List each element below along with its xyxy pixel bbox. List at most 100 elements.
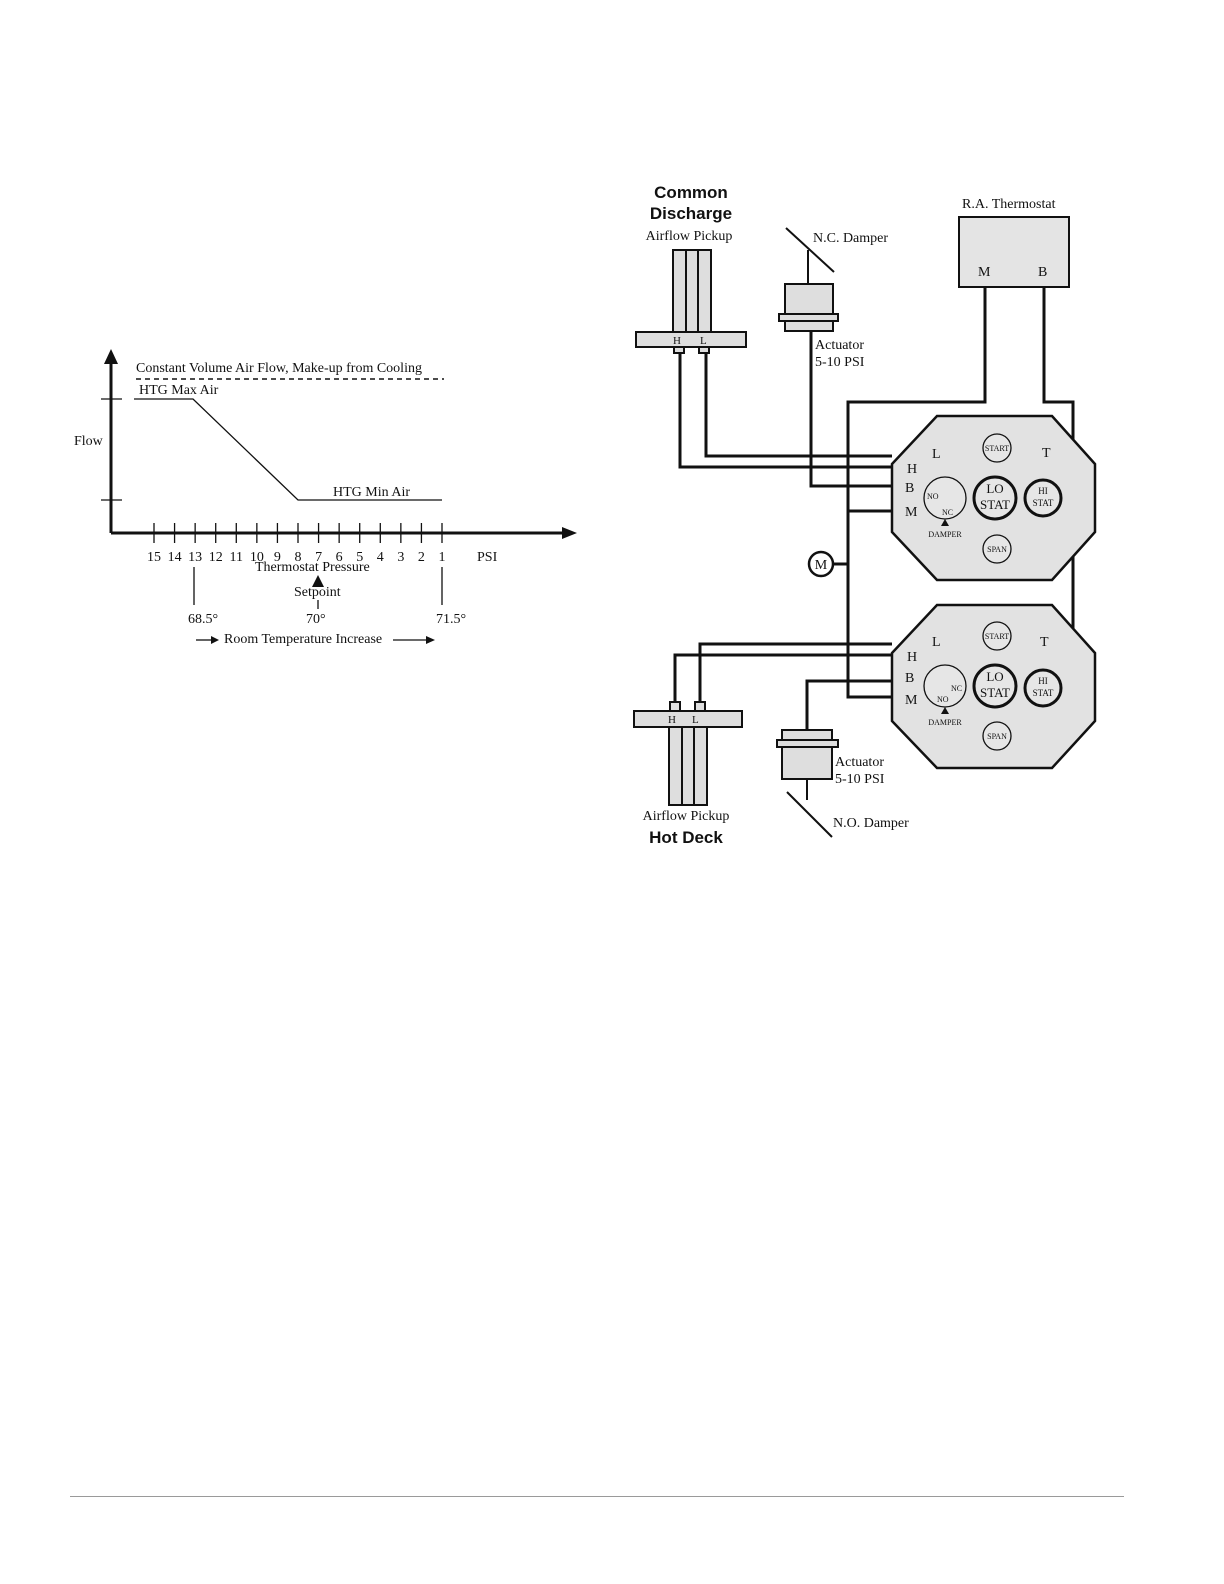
thermostat-port-m: M	[978, 265, 991, 280]
ctrl-bottom-no-label: NO	[937, 695, 949, 704]
pneumatic-schematic: Common Discharge Airflow Pickup H L N.C.…	[633, 183, 1097, 847]
temp-mid-label: 70°	[306, 612, 326, 627]
controller-top: L H B M T START LO STAT HI STAT NO NC DA…	[890, 414, 1097, 582]
actuator-bottom-label-line2: 5-10 PSI	[835, 772, 885, 787]
top-b-line	[809, 331, 892, 488]
ctrl-bottom-nc-label: NC	[951, 684, 962, 693]
ctrl-top-hi-stat-line1: HI	[1038, 486, 1048, 496]
x-tick-label: 15	[147, 550, 161, 565]
top-l-line	[704, 353, 892, 458]
ra-thermostat-box	[958, 216, 1070, 288]
bottom-b-line	[805, 679, 892, 730]
x-axis-unit: PSI	[477, 550, 498, 565]
bottom-h-line	[673, 653, 892, 712]
room-temp-arrowhead-left	[211, 636, 219, 644]
room-temp-label: Room Temperature Increase	[224, 632, 382, 647]
pickup-top-tube	[672, 249, 712, 334]
pickup-top-h: H	[673, 335, 681, 347]
ctrl-bottom-start-label: START	[985, 632, 1009, 641]
x-tick-label: 4	[377, 550, 384, 565]
ctrl-bottom-port-m: M	[905, 693, 918, 708]
x-tick-label: 13	[188, 550, 202, 565]
controller-bottom: L H B M T START LO STAT HI STAT NC NO DA…	[890, 603, 1097, 770]
ctrl-top-port-b: B	[905, 481, 914, 496]
ctrl-bottom-port-h: H	[907, 650, 917, 665]
common-discharge-title-line1: Common	[654, 183, 728, 202]
ctrl-bottom-lo-stat-line2: STAT	[980, 685, 1010, 700]
htg-min-air-label: HTG Min Air	[333, 485, 410, 500]
airflow-pickup-bottom: H L	[633, 701, 743, 806]
actuator-top	[778, 283, 839, 332]
no-damper-label: N.O. Damper	[833, 816, 909, 831]
y-axis-label: Flow	[74, 434, 104, 449]
x-tick-label: 1	[439, 550, 446, 565]
ctrl-top-span-knob	[982, 534, 1012, 564]
pickup-bottom-l: L	[692, 714, 699, 726]
ctrl-bottom-span-label: SPAN	[987, 732, 1007, 741]
y-axis-arrowhead	[104, 349, 118, 364]
actuator-top-label-line1: Actuator	[815, 338, 864, 353]
x-tick-label: 14	[168, 550, 182, 565]
no-damper-blade	[786, 791, 833, 838]
nc-damper-blade	[785, 227, 835, 273]
x-tick-label: 3	[397, 550, 404, 565]
ctrl-top-lo-stat-knob	[972, 475, 1018, 521]
ctrl-top-hi-stat-line2: STAT	[1033, 498, 1054, 508]
ctrl-bottom-lo-stat-knob	[972, 663, 1018, 709]
ctrl-bottom-port-t: T	[1040, 635, 1049, 650]
constant-volume-label: Constant Volume Air Flow, Make-up from C…	[136, 361, 422, 376]
hot-deck-title: Hot Deck	[649, 828, 723, 847]
x-tick-marks	[153, 523, 443, 543]
htg-max-air-label: HTG Max Air	[139, 383, 219, 398]
thermostat-m-main-line	[846, 287, 987, 699]
ctrl-top-nc-label: NC	[942, 508, 953, 517]
nc-damper-label: N.C. Damper	[813, 231, 888, 246]
temp-high-label: 71.5°	[436, 612, 466, 627]
x-tick-label: 12	[209, 550, 223, 565]
ctrl-top-port-t: T	[1042, 446, 1051, 461]
ctrl-bottom-port-b: B	[905, 671, 914, 686]
ctrl-top-span-label: SPAN	[987, 545, 1007, 554]
main-m-label: M	[815, 558, 828, 573]
x-tick-label: 7	[315, 550, 322, 565]
ctrl-top-damper-label: DAMPER	[928, 530, 962, 539]
ctrl-bottom-start-knob	[982, 621, 1012, 651]
ctrl-bottom-lo-stat-line1: LO	[986, 669, 1003, 684]
common-discharge-title-line2: Discharge	[650, 204, 732, 223]
ctrl-top-no-label: NO	[927, 492, 939, 501]
temp-low-label: 68.5°	[188, 612, 218, 627]
x-tick-label: 6	[336, 550, 343, 565]
ctrl-top-lo-stat-line2: STAT	[980, 497, 1010, 512]
ctrl-bottom-hi-stat-knob	[1023, 668, 1063, 708]
ctrl-bottom-damper-label: DAMPER	[928, 718, 962, 727]
footer-rule	[70, 1496, 1124, 1497]
ctrl-top-port-m: M	[905, 505, 918, 520]
ctrl-top-port-h: H	[907, 462, 917, 477]
x-axis-arrowhead	[562, 527, 577, 539]
actuator-bottom-label-line1: Actuator	[835, 755, 884, 770]
ctrl-top-hi-stat-knob	[1023, 478, 1063, 518]
pickup-top-flange	[635, 331, 747, 348]
x-tick-label: 11	[230, 550, 243, 565]
ctrl-top-lo-stat-line1: LO	[986, 481, 1003, 496]
top-h-line	[678, 353, 892, 469]
x-tick-label: 9	[274, 550, 281, 565]
heating-flow-curve	[134, 398, 442, 501]
airflow-pickup-top: H L	[635, 249, 747, 354]
x-tick-label: 8	[295, 550, 302, 565]
ctrl-top-damper-pointer	[941, 519, 949, 526]
pickup-bottom-tube	[668, 726, 708, 806]
setpoint-marker	[312, 575, 324, 587]
ctrl-top-start-knob	[982, 433, 1012, 463]
ctrl-top-port-l: L	[932, 447, 941, 462]
room-temp-arrowhead-right	[426, 636, 435, 644]
thermostat-pressure-label: Thermostat Pressure	[255, 560, 370, 575]
main-m-gauge	[807, 550, 835, 578]
pickup-top-l: L	[700, 335, 707, 347]
bottom-l-line	[698, 642, 892, 712]
setpoint-label: Setpoint	[294, 585, 341, 600]
thermostat-port-b: B	[1038, 265, 1047, 280]
pickup-bottom-flange	[633, 710, 743, 728]
pickup-bottom-h: H	[668, 714, 676, 726]
